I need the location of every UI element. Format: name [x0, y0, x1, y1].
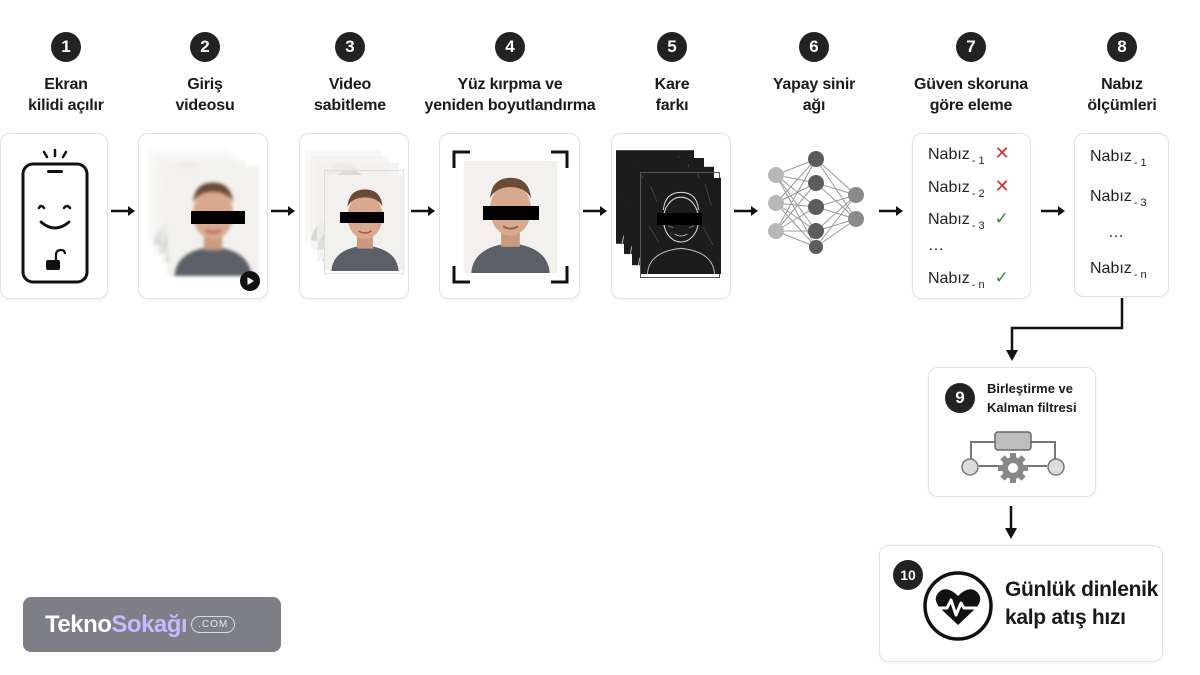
smiling-phone-unlock-icon	[21, 148, 89, 284]
step-4-header: 4 Yüz kırpma ve yeniden boyutlandırma	[410, 32, 610, 116]
step-title-line: Ekran	[44, 76, 88, 93]
step-2-header: 2 Giriş videosu	[145, 32, 265, 116]
filter-list-item: Nabız- 2✕	[928, 176, 1010, 200]
step-5-header: 5 Kare farkı	[612, 32, 732, 116]
reject-x-icon: ✕	[994, 176, 1010, 196]
filter-list-ellipsis: …	[928, 237, 944, 254]
step-number-badge: 3	[335, 32, 365, 62]
card-pulse-measurements: Nabız- 1 Nabız- 3 … Nabız- n	[1074, 133, 1169, 297]
step-title: Günlük dinlenik kalp atış hızı	[1005, 576, 1158, 632]
card-kalman-fusion: 9 Birleştirme ve Kalman filtresi	[928, 367, 1096, 497]
step-number-badge: 7	[956, 32, 986, 62]
crop-brackets-icon	[452, 150, 569, 284]
step-number-badge: 8	[1107, 32, 1137, 62]
step-title-line: Yapay sinir	[772, 76, 856, 93]
video-frame	[324, 170, 404, 274]
step-number-badge: 4	[495, 32, 525, 62]
step-title-line: Kare	[654, 76, 690, 93]
step-number-badge: 10	[893, 560, 923, 590]
step-6-header: 6 Yapay sinir ağı	[752, 32, 876, 116]
step-title-line: sabitleme	[313, 97, 386, 114]
flow-arrow	[271, 206, 295, 216]
step-title: Ekran kilidi açılır	[28, 74, 104, 116]
step-number-badge: 9	[945, 383, 975, 413]
step-title: Giriş videosu	[175, 74, 234, 116]
card-frame-difference	[611, 133, 731, 299]
step-number-badge: 5	[657, 32, 687, 62]
flow-arrow	[734, 206, 758, 216]
card-face-crop	[439, 133, 580, 299]
card-input-video	[138, 133, 268, 299]
filter-list-item: Nabız- 1✕	[928, 143, 1010, 167]
step-title: Yüz kırpma ve yeniden boyutlandırma	[425, 74, 596, 116]
eye-censor-bar	[483, 206, 539, 220]
flow-arrow	[879, 206, 903, 216]
step-title-line: yeniden boyutlandırma	[424, 97, 596, 114]
step-title-line: Kalman filtresi	[987, 400, 1077, 415]
step-title-line: Yüz kırpma ve	[457, 76, 563, 93]
step-number-badge: 6	[799, 32, 829, 62]
step-title: Güven skoruna göre eleme	[914, 74, 1028, 116]
heart-pulse-icon	[923, 571, 993, 641]
step-title-line: Video	[328, 76, 372, 93]
card-resting-heart-rate: 10 Günlük dinlenik kalp atış hızı	[879, 545, 1163, 662]
accept-check-icon: ✓	[994, 209, 1009, 228]
step-8-header: 8 Nabız ölçümleri	[1062, 32, 1182, 116]
step-title-line: ölçümleri	[1087, 97, 1157, 114]
kalman-filter-diagram-icon	[961, 431, 1065, 483]
filter-list-item: Nabız- n✓	[928, 268, 1009, 291]
step-title: Kare farkı	[655, 74, 690, 116]
accept-check-icon: ✓	[994, 268, 1009, 287]
eye-censor-bar	[340, 212, 384, 223]
eye-censor-bar	[191, 211, 245, 224]
step-3-header: 3 Video sabitleme	[290, 32, 410, 116]
flow-arrow	[1041, 206, 1065, 216]
pulse-list-item: Nabız- 1	[1090, 148, 1147, 169]
step-title-line: kilidi açılır	[28, 97, 104, 114]
step-title: Yapay sinir ağı	[773, 74, 855, 116]
step-1-header: 1 Ekran kilidi açılır	[6, 32, 126, 116]
step-title: Video sabitleme	[314, 74, 386, 116]
pulse-list-item: Nabız- 3	[1090, 188, 1147, 209]
play-icon[interactable]	[240, 271, 260, 291]
step-number-badge: 1	[51, 32, 81, 62]
reject-x-icon: ✕	[994, 143, 1010, 163]
card-confidence-filter: Nabız- 1✕ Nabız- 2✕ Nabız- 3✓ … Nabız- n…	[912, 133, 1031, 299]
step-number-badge: 2	[190, 32, 220, 62]
step-title-line: ağı	[802, 97, 826, 114]
site-logo: Tekno Sokağı .COM	[23, 597, 281, 652]
step-title-line: videosu	[175, 97, 235, 114]
card-video-stabilization	[299, 133, 409, 299]
step-title-line: kalp atış hızı	[1005, 606, 1126, 629]
pulse-list-item: Nabız- n	[1090, 260, 1147, 281]
flow-arrow	[583, 206, 607, 216]
filter-list-item: Nabız- 3✓	[928, 209, 1009, 232]
step-title-line: Giriş	[187, 76, 223, 93]
step-title-line: farkı	[655, 97, 689, 114]
flow-arrow	[411, 206, 435, 216]
step-title: Nabız ölçümleri	[1087, 74, 1157, 116]
step-title-line: Güven skoruna	[914, 76, 1028, 93]
flow-connector	[1005, 506, 1017, 539]
card-screen-unlock	[0, 133, 108, 299]
pulse-list-ellipsis: …	[1108, 224, 1124, 241]
eye-censor-bar	[657, 213, 702, 225]
flow-connector	[1006, 298, 1124, 361]
flow-arrow	[111, 206, 135, 216]
step-title-line: Günlük dinlenik	[1005, 578, 1159, 601]
step-title: Birleştirme ve Kalman filtresi	[987, 379, 1077, 417]
step-title-line: göre eleme	[929, 97, 1013, 114]
step-7-header: 7 Güven skoruna göre eleme	[896, 32, 1046, 116]
difference-frame	[640, 172, 720, 278]
step-title-line: Birleştirme ve	[987, 381, 1073, 396]
step-title-line: Nabız	[1101, 76, 1143, 93]
neural-network-icon	[768, 151, 864, 254]
